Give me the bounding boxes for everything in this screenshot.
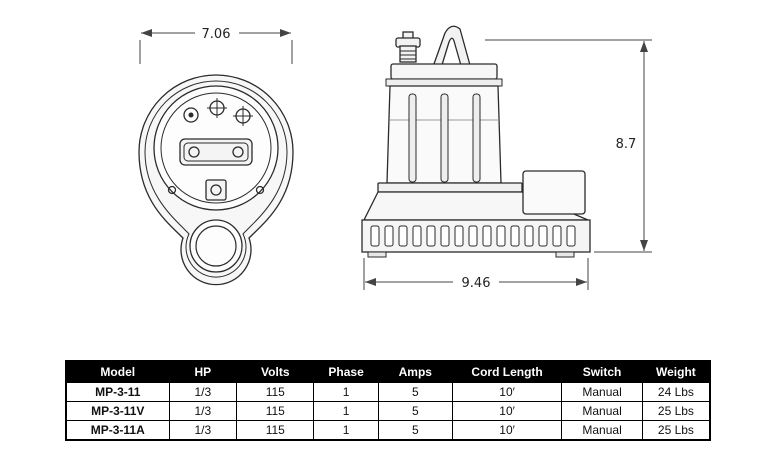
cell-phase: 1 xyxy=(313,420,379,441)
col-header-hp: HP xyxy=(168,360,238,383)
cell-model: MP-3-11V xyxy=(65,401,170,421)
col-header-volts: Volts xyxy=(236,360,315,383)
dimension-side-width: 9.46 xyxy=(363,258,589,291)
cell-model: MP-3-11 xyxy=(65,382,170,402)
cell-hp: 1/3 xyxy=(168,420,238,441)
spec-table: Model HP Volts Phase Amps Cord Length Sw… xyxy=(65,360,711,441)
pump-diagrams: 7.06 xyxy=(138,25,652,291)
cell-cord-length: 10′ xyxy=(451,382,563,402)
col-header-switch: Switch xyxy=(561,360,643,383)
col-header-amps: Amps xyxy=(377,360,453,383)
cell-volts: 115 xyxy=(236,401,315,421)
dim-label-side-width: 9.46 xyxy=(462,276,491,291)
cell-amps: 5 xyxy=(377,420,453,441)
dimension-side-height: 8.7 xyxy=(485,39,652,253)
cell-hp: 1/3 xyxy=(168,382,238,402)
dim-label-side-height: 8.7 xyxy=(616,137,637,152)
pump-side-view-drawing xyxy=(361,25,591,258)
cell-phase: 1 xyxy=(313,401,379,421)
spec-row: MP-3-11A 1/3 115 1 5 10′ Manual 25 Lbs xyxy=(65,420,711,441)
cell-hp: 1/3 xyxy=(168,401,238,421)
cell-weight: 25 Lbs xyxy=(641,420,711,441)
cell-switch: Manual xyxy=(561,401,643,421)
spec-row: MP-3-11V 1/3 115 1 5 10′ Manual 25 Lbs xyxy=(65,401,711,421)
cell-switch: Manual xyxy=(561,420,643,441)
cell-amps: 5 xyxy=(377,401,453,421)
col-header-weight: Weight xyxy=(641,360,711,383)
cell-weight: 24 Lbs xyxy=(641,382,711,402)
cell-cord-length: 10′ xyxy=(451,420,563,441)
cell-volts: 115 xyxy=(236,420,315,441)
spec-row: MP-3-11 1/3 115 1 5 10′ Manual 24 Lbs xyxy=(65,382,711,402)
spec-table-header-row: Model HP Volts Phase Amps Cord Length Sw… xyxy=(65,360,711,383)
cell-weight: 25 Lbs xyxy=(641,401,711,421)
col-header-phase: Phase xyxy=(313,360,379,383)
dimension-top-width: 7.06 xyxy=(139,25,293,64)
cell-cord-length: 10′ xyxy=(451,401,563,421)
cell-switch: Manual xyxy=(561,382,643,402)
dim-label-top-width: 7.06 xyxy=(202,27,231,42)
cell-volts: 115 xyxy=(236,382,315,402)
col-header-cord-length: Cord Length xyxy=(451,360,563,383)
cell-model: MP-3-11A xyxy=(65,420,170,441)
cell-phase: 1 xyxy=(313,382,379,402)
col-header-model: Model xyxy=(65,360,170,383)
pump-top-view-drawing xyxy=(138,74,294,286)
cell-amps: 5 xyxy=(377,382,453,402)
